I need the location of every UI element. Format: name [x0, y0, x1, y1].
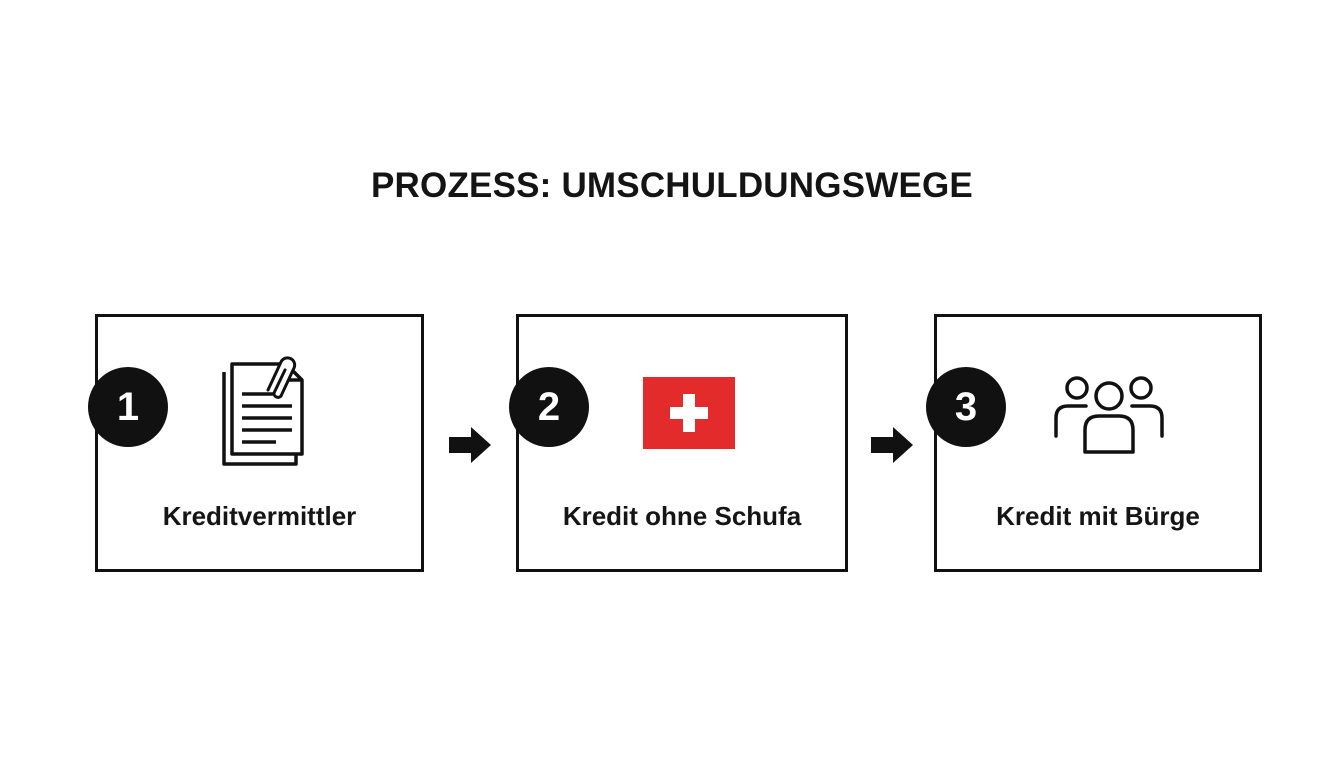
step-number-badge: 1: [88, 367, 168, 447]
swiss-flag-icon: [643, 377, 735, 449]
diagram-title: PROZESS: UMSCHULDUNGSWEGE: [371, 166, 973, 205]
step-number-badge: 3: [926, 367, 1006, 447]
people-group-icon: [1054, 376, 1164, 454]
step-label: Kredit ohne Schufa: [562, 501, 802, 531]
step-label: Kredit mit Bürge: [996, 501, 1200, 531]
step-box-kreditvermittler: Kreditvermittler: [95, 314, 424, 572]
step-label: Kreditvermittler: [162, 501, 357, 531]
documents-paperclip-icon: [222, 356, 304, 466]
step-box-kredit-mit-buerge: Kredit mit Bürge: [934, 314, 1262, 572]
arrow-right-icon: [871, 427, 913, 463]
arrow-right-icon: [449, 427, 491, 463]
step-number-badge: 2: [509, 367, 589, 447]
